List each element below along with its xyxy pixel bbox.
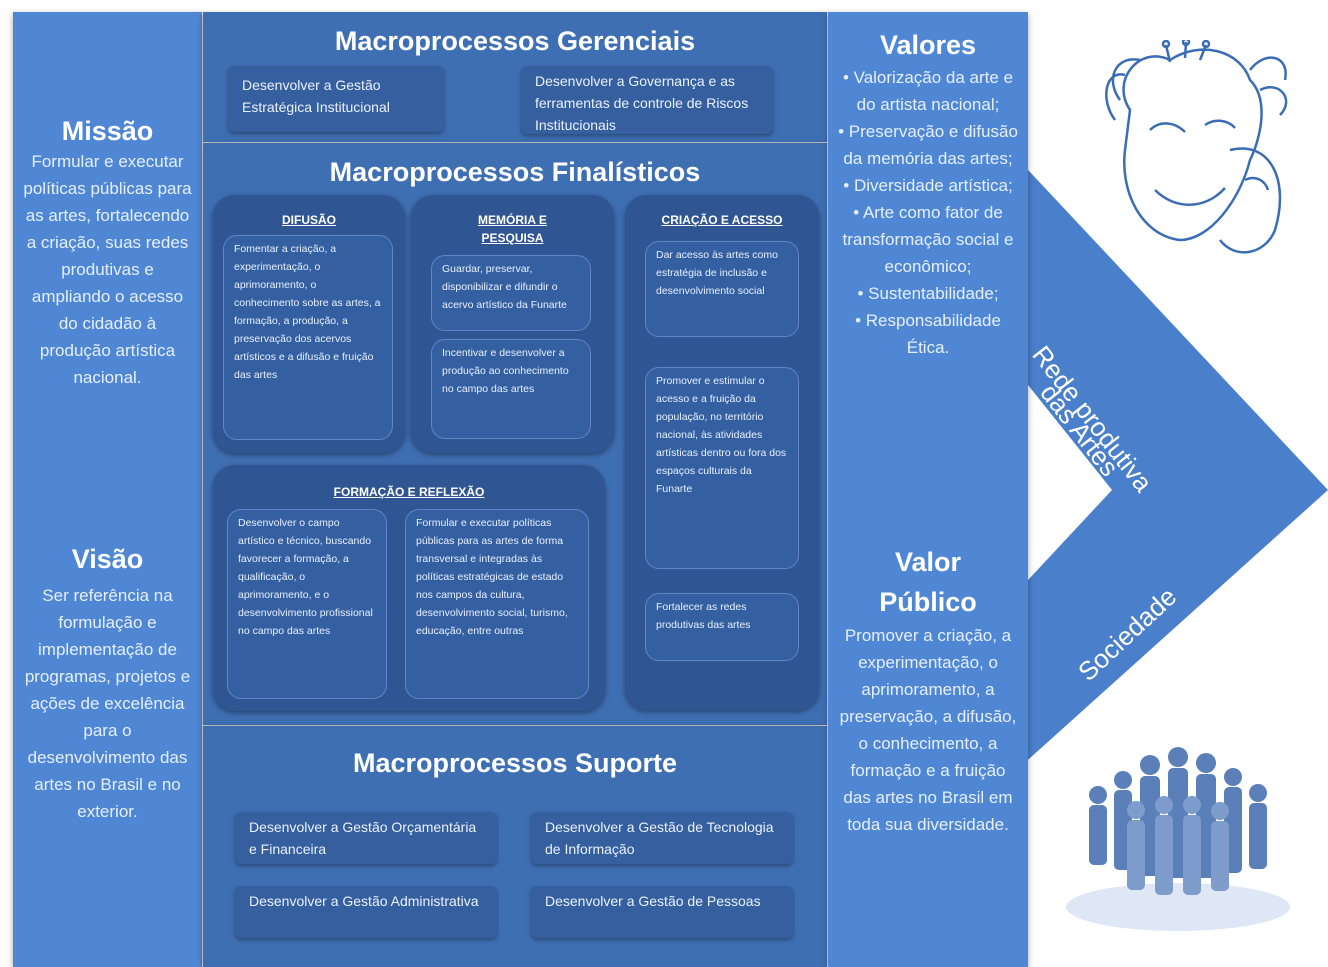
suporte-box: Desenvolver a Gestão Orçamentária e Fina…: [235, 812, 497, 864]
formacao-title: FORMAÇÃO E REFLEXÃO: [333, 485, 485, 499]
criacao-item: Fortalecer as redes produtivas das artes: [645, 593, 799, 661]
missao-text: Formular e executar políticas públicas p…: [23, 152, 192, 387]
valores-item: • Preservação e difusão da memória das a…: [838, 122, 1018, 168]
suporte-title: Macroprocessos Suporte: [352, 748, 678, 778]
gerenciais-panel: Macroprocessos Gerenciais Desenvolver a …: [203, 12, 827, 142]
group-memoria: MEMÓRIA E PESQUISA Guardar, preservar, d…: [411, 195, 614, 453]
formacao-item: Formular e executar políticas públicas p…: [405, 509, 589, 699]
chevron-arrow: [1000, 140, 1328, 785]
missao-title: Missão: [61, 116, 154, 146]
suporte-box: Desenvolver a Gestão de Pessoas: [531, 886, 793, 938]
valor-publico-title: Valor Público: [879, 547, 977, 617]
visao-title: Visão: [71, 544, 144, 574]
chevron-shape: [1000, 140, 1328, 785]
valores-item: • Responsabilidade Ética.: [855, 311, 1001, 357]
memoria-item: Guardar, preservar, disponibilizar e dif…: [431, 255, 591, 331]
valores-item: • Sustentabilidade;: [857, 284, 999, 303]
valores-list: • Valorização da arte e do artista nacio…: [838, 64, 1018, 361]
gerenciais-title: Macroprocessos Gerenciais: [334, 26, 696, 56]
valores-item: • Valorização da arte e do artista nacio…: [842, 68, 1014, 114]
crowd-people-icon: [1066, 747, 1290, 931]
finalisticos-panel: Macroprocessos Finalísticos DIFUSÃO Fome…: [203, 143, 827, 725]
valores-item: • Diversidade artística;: [843, 176, 1013, 195]
criacao-title: CRIAÇÃO E ACESSO: [661, 213, 783, 227]
memoria-title: MEMÓRIA E PESQUISA: [478, 213, 547, 245]
group-formacao: FORMAÇÃO E REFLEXÃO Desenvolver o campo …: [213, 465, 605, 711]
theater-masks-icon: [1105, 40, 1288, 254]
suporte-box: Desenvolver a Gestão de Tecnologia de In…: [531, 812, 793, 864]
valores-item: • Arte como fator de transformação socia…: [842, 203, 1014, 276]
group-criacao: CRIAÇÃO E ACESSO Dar acesso às artes com…: [625, 195, 819, 710]
finalisticos-title: Macroprocessos Finalísticos: [329, 157, 701, 187]
right-column: Valores • Valorização da arte e do artis…: [828, 12, 1028, 967]
memoria-item: Incentivar e desenvolver a produção ao c…: [431, 339, 591, 439]
valor-publico-text: Promover a criação, a experimentação, o …: [839, 626, 1017, 834]
suporte-panel: Macroprocessos Suporte Desenvolver a Ges…: [203, 726, 827, 967]
suporte-box: Desenvolver a Gestão Administrativa: [235, 886, 497, 938]
left-column: Missão Formular e executar políticas púb…: [13, 12, 202, 967]
formacao-item: Desenvolver o campo artístico e técnico,…: [227, 509, 387, 699]
group-difusao: DIFUSÃO Fomentar a criação, a experiment…: [213, 195, 405, 453]
visao-text: Ser referência na formulação e implement…: [24, 586, 191, 821]
difusao-item: Fomentar a criação, a experimentação, o …: [223, 235, 393, 440]
criacao-item: Dar acesso às artes como estratégia de i…: [645, 241, 799, 337]
criacao-item: Promover e estimular o acesso e a fruiçã…: [645, 367, 799, 569]
difusao-title: DIFUSÃO: [282, 213, 336, 227]
valores-title: Valores: [879, 30, 977, 60]
gerenciais-box: Desenvolver a Gestão Estratégica Institu…: [228, 66, 444, 132]
gerenciais-box: Desenvolver a Governança e as ferramenta…: [521, 66, 773, 134]
